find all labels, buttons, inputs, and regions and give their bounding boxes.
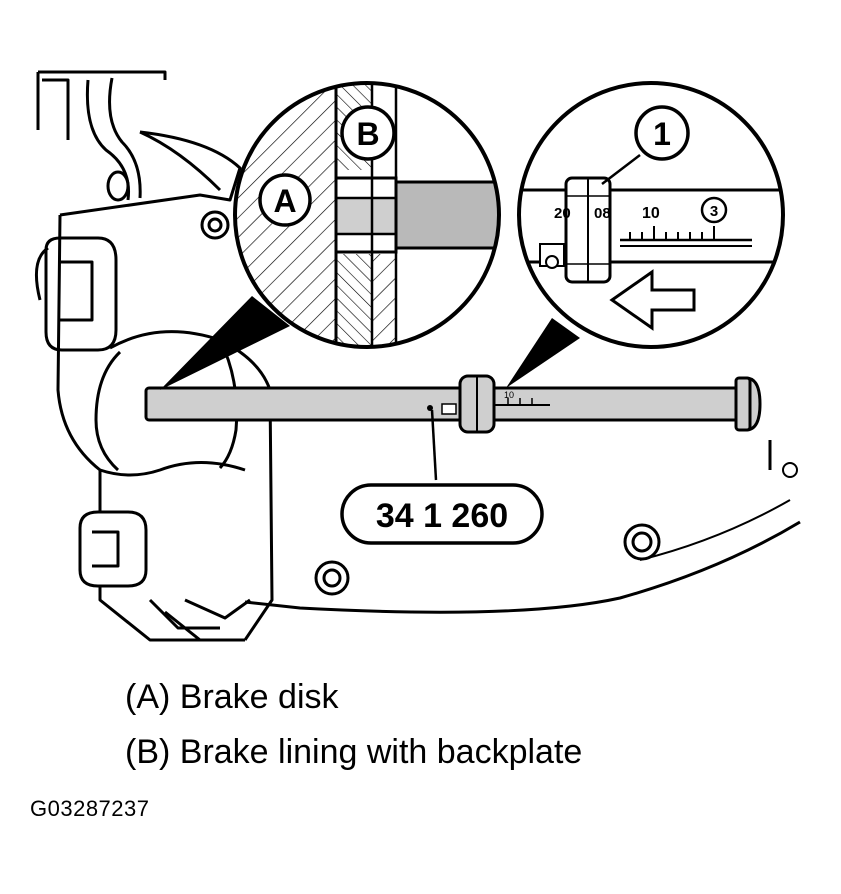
measuring-gauge-tool: 10 bbox=[144, 374, 762, 434]
legend-brake-lining: (B) Brake lining with backplate bbox=[125, 733, 583, 771]
tool-number: 34 1 260 bbox=[376, 497, 508, 535]
detail-view-right: 20 08 10 3 1 bbox=[506, 81, 785, 388]
scale-tick-20: 20 bbox=[554, 205, 571, 222]
callout-a-circle bbox=[258, 173, 312, 227]
figure-id: G03287237 bbox=[30, 796, 150, 821]
callout-3: 3 bbox=[710, 203, 718, 220]
callout-b-circle bbox=[340, 105, 396, 161]
tool-number-badge: 34 1 260 bbox=[340, 483, 544, 545]
scale-tick-08: 08 bbox=[594, 205, 611, 222]
callout-b: B bbox=[356, 116, 379, 152]
callout-1-leader bbox=[601, 154, 641, 185]
callout-1-circle bbox=[634, 105, 690, 161]
callout-a: A bbox=[273, 183, 296, 219]
tool-leader-line bbox=[430, 409, 438, 481]
scale-tick-10: 10 bbox=[642, 205, 660, 222]
caliper-body bbox=[34, 70, 274, 642]
svg-text:10: 10 bbox=[504, 390, 514, 400]
legend-brake-disk: (A) Brake disk bbox=[125, 678, 339, 716]
callout-3-circle bbox=[700, 196, 728, 224]
detail-view-left: A B bbox=[160, 81, 501, 390]
brake-disk-plate bbox=[244, 440, 801, 614]
callout-1: 1 bbox=[653, 116, 671, 152]
